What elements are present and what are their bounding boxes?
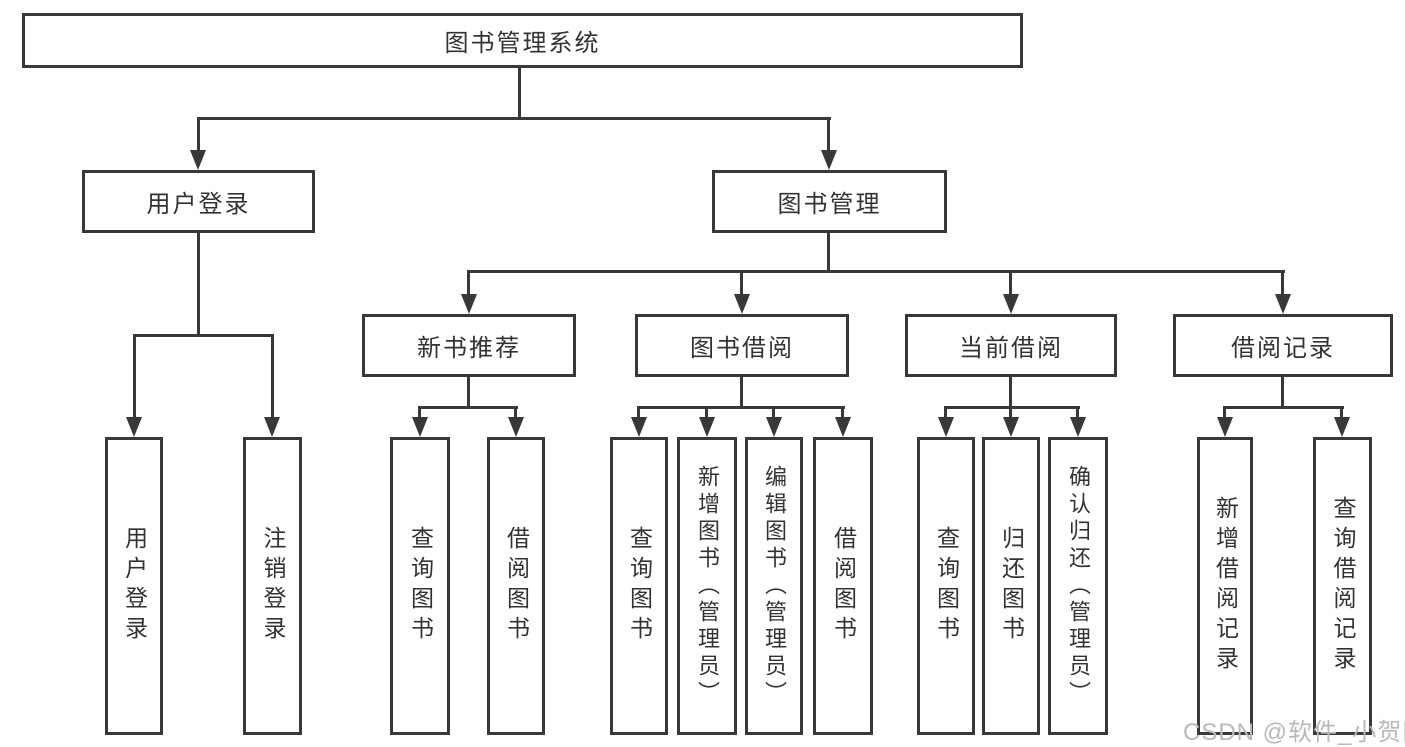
leaf-borrow-query-label: 查询图书 bbox=[626, 526, 653, 646]
leaf-records-query-label: 查询借阅记录 bbox=[1330, 496, 1356, 676]
leaf-logout: 注销登录 bbox=[243, 437, 302, 735]
csdn-watermark: CSDN @软件_小贺同学 bbox=[1183, 719, 1405, 746]
leaf-current-return-label: 归还图书 bbox=[998, 526, 1025, 646]
leaf-newbook-borrow: 借阅图书 bbox=[487, 437, 545, 735]
node-root-label: 图书管理系统 bbox=[444, 30, 601, 57]
arrow-down-icon bbox=[631, 417, 647, 437]
arrow-down-icon bbox=[1334, 417, 1350, 437]
node-borrow-records: 借阅记录 bbox=[1173, 314, 1393, 377]
node-current-borrow: 当前借阅 bbox=[905, 314, 1117, 377]
leaf-records-query: 查询借阅记录 bbox=[1313, 437, 1372, 735]
leaf-borrow-query: 查询图书 bbox=[610, 437, 668, 735]
connector-mgmt-branch bbox=[467, 270, 1285, 273]
connector-drop bbox=[841, 406, 844, 420]
arrow-down-icon bbox=[835, 417, 851, 437]
connector-drop bbox=[1223, 406, 1226, 420]
leaf-records-add-label: 新增借阅记录 bbox=[1212, 496, 1239, 676]
leaf-newbook-borrow-label: 借阅图书 bbox=[503, 526, 530, 646]
node-new-book: 新书推荐 bbox=[362, 314, 576, 377]
connector-login-branch bbox=[133, 334, 274, 337]
leaf-borrow-add-admin: 新增图书（管理员） bbox=[677, 437, 737, 735]
node-current-borrow-label: 当前借阅 bbox=[959, 335, 1063, 362]
leaf-newbook-query: 查询图书 bbox=[390, 437, 450, 735]
leaf-current-return: 归还图书 bbox=[982, 437, 1040, 735]
node-borrow-records-label: 借阅记录 bbox=[1231, 335, 1335, 362]
connector-drop-login-leaf1 bbox=[133, 334, 136, 419]
leaf-current-confirm-admin-label: 确认归还（管理员） bbox=[1066, 464, 1091, 708]
leaf-borrow-book-label: 借阅图书 bbox=[830, 526, 857, 646]
leaf-current-query-label: 查询图书 bbox=[933, 526, 960, 646]
leaf-current-confirm-admin: 确认归还（管理员） bbox=[1048, 437, 1108, 735]
connector-current-branch bbox=[944, 406, 1080, 409]
arrow-down-icon bbox=[412, 417, 428, 437]
node-book-mgmt-group-label: 图书管理 bbox=[777, 191, 882, 218]
connector-drop bbox=[418, 406, 421, 420]
node-new-book-label: 新书推荐 bbox=[417, 335, 521, 362]
connector-drop bbox=[705, 406, 708, 420]
connector-drop-borrow-records bbox=[1281, 270, 1284, 296]
connector-drop-book-borrow bbox=[740, 270, 743, 296]
node-book-borrow-label: 图书借阅 bbox=[690, 335, 794, 362]
arrow-down-icon bbox=[734, 294, 750, 314]
arrow-down-icon bbox=[699, 417, 715, 437]
node-book-mgmt-group: 图书管理 bbox=[712, 170, 947, 233]
node-user-login-group: 用户登录 bbox=[82, 170, 315, 233]
connector-drop bbox=[637, 406, 640, 420]
arrow-down-icon bbox=[264, 417, 280, 437]
connector-drop-current-borrow bbox=[1009, 270, 1012, 296]
connector-root-stem bbox=[518, 68, 521, 120]
connector-borrow-stem bbox=[740, 377, 743, 409]
connector-records-branch bbox=[1223, 406, 1344, 409]
leaf-borrow-edit-admin: 编辑图书（管理员） bbox=[745, 437, 803, 735]
connector-mgmt-stem bbox=[827, 233, 830, 273]
connector-newbook-stem bbox=[467, 377, 470, 409]
leaf-user-login: 用户登录 bbox=[105, 437, 163, 735]
leaf-user-login-label: 用户登录 bbox=[121, 526, 148, 646]
leaf-newbook-query-label: 查询图书 bbox=[407, 526, 434, 646]
arrow-down-icon bbox=[1003, 294, 1019, 314]
connector-drop bbox=[1340, 406, 1343, 420]
connector-drop-login-leaf2 bbox=[271, 334, 274, 419]
arrow-down-icon bbox=[126, 417, 142, 437]
arrow-down-icon bbox=[766, 417, 782, 437]
arrow-down-icon bbox=[1070, 417, 1086, 437]
arrow-down-icon bbox=[1003, 417, 1019, 437]
node-root: 图书管理系统 bbox=[22, 13, 1023, 68]
node-user-login-group-label: 用户登录 bbox=[146, 191, 251, 218]
arrow-down-icon bbox=[1275, 294, 1291, 314]
arrow-down-icon bbox=[1217, 417, 1233, 437]
connector-borrow-branch bbox=[638, 406, 845, 409]
arrow-down-icon bbox=[190, 150, 206, 170]
connector-drop bbox=[514, 406, 517, 420]
connector-login-stem bbox=[197, 233, 200, 337]
arrow-down-icon bbox=[508, 417, 524, 437]
node-book-borrow: 图书借阅 bbox=[635, 314, 849, 377]
connector-drop bbox=[944, 406, 947, 420]
connector-drop-user-login bbox=[197, 117, 200, 153]
connector-drop bbox=[1009, 406, 1012, 420]
leaf-logout-label: 注销登录 bbox=[260, 526, 286, 646]
arrow-down-icon bbox=[938, 417, 954, 437]
leaf-current-query: 查询图书 bbox=[917, 437, 975, 735]
connector-drop bbox=[1076, 406, 1079, 420]
connector-records-stem bbox=[1281, 377, 1284, 409]
connector-drop bbox=[772, 406, 775, 420]
connector-current-stem bbox=[1009, 377, 1012, 409]
connector-newbook-branch bbox=[419, 406, 518, 409]
arrow-down-icon bbox=[461, 294, 477, 314]
leaf-borrow-book: 借阅图书 bbox=[813, 437, 873, 735]
connector-root-branch bbox=[197, 117, 831, 120]
leaf-borrow-add-admin-label: 新增图书（管理员） bbox=[695, 464, 720, 708]
leaf-borrow-edit-admin-label: 编辑图书（管理员） bbox=[762, 464, 787, 708]
leaf-records-add: 新增借阅记录 bbox=[1197, 437, 1253, 735]
connector-drop-book-mgmt bbox=[827, 117, 830, 153]
connector-drop-new-book bbox=[467, 270, 470, 296]
arrow-down-icon bbox=[821, 150, 837, 170]
